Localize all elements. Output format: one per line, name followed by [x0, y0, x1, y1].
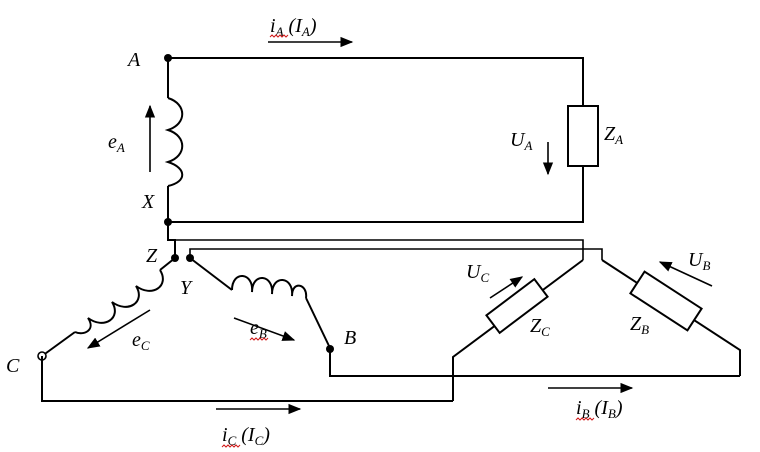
node-z-label: Z — [146, 245, 158, 267]
spellcheck-ib — [575, 417, 595, 421]
node-b-label: B — [344, 327, 356, 349]
wire-z-bus — [175, 239, 584, 260]
label-zc: ZC — [530, 315, 550, 339]
wire-x-to-z-stub — [167, 222, 176, 256]
spellcheck-ia — [269, 34, 289, 38]
wire-b-line — [329, 349, 740, 377]
star-and-neutral — [167, 222, 603, 262]
label-ic: iC (IC) — [222, 424, 270, 448]
phase-c-source — [37, 257, 176, 361]
node-c-label: C — [6, 355, 20, 377]
label-zb: ZB — [630, 313, 649, 337]
label-ia: iA (IA) — [270, 15, 317, 39]
label-uc: UC — [466, 261, 489, 285]
coil-eb — [231, 275, 308, 299]
wire-coil-b-to-b — [305, 297, 331, 349]
spellcheck-ic — [221, 444, 241, 448]
label-ub: UB — [688, 249, 710, 273]
quantity-labels: iA (IA) iB (IB) iC (IC) eA eB eC UA — [108, 15, 710, 448]
label-ib: iB (IB) — [576, 397, 623, 421]
impedance-za — [567, 105, 599, 167]
impedance-zb — [629, 270, 703, 332]
coil-ea — [164, 97, 184, 187]
arrow-ec — [86, 309, 151, 349]
impedance-zc — [485, 277, 549, 335]
label-eb: eB — [250, 317, 267, 341]
label-ua: UA — [510, 129, 532, 153]
line-wires — [41, 349, 740, 402]
label-za: ZA — [604, 123, 623, 147]
node-a-dot — [164, 54, 172, 62]
wire-c-line — [41, 356, 453, 402]
arrow-uc — [489, 276, 524, 299]
spellcheck-eb — [249, 337, 269, 341]
phase-b-source — [189, 257, 334, 353]
node-y-label: Y — [180, 277, 193, 299]
label-ea: eA — [108, 131, 125, 155]
node-x-label: X — [141, 191, 155, 213]
wire-y-bus — [189, 248, 603, 260]
wire-y-to-coil-b — [189, 257, 233, 291]
wire-coil-c-to-c — [41, 331, 76, 357]
wire-a-top — [168, 57, 584, 106]
wire-z-to-coil-c — [159, 257, 176, 271]
wire-za-to-return — [168, 166, 584, 223]
label-ec: eC — [132, 329, 150, 353]
delta-load — [452, 259, 741, 401]
node-a-label: A — [126, 49, 141, 71]
phase-a-circuit — [164, 54, 599, 226]
node-labels: A X Z Y B C — [6, 49, 356, 377]
arrows — [86, 36, 713, 415]
arrow-eb — [233, 317, 296, 341]
arrow-ub — [658, 261, 713, 287]
coil-ec — [74, 269, 164, 335]
